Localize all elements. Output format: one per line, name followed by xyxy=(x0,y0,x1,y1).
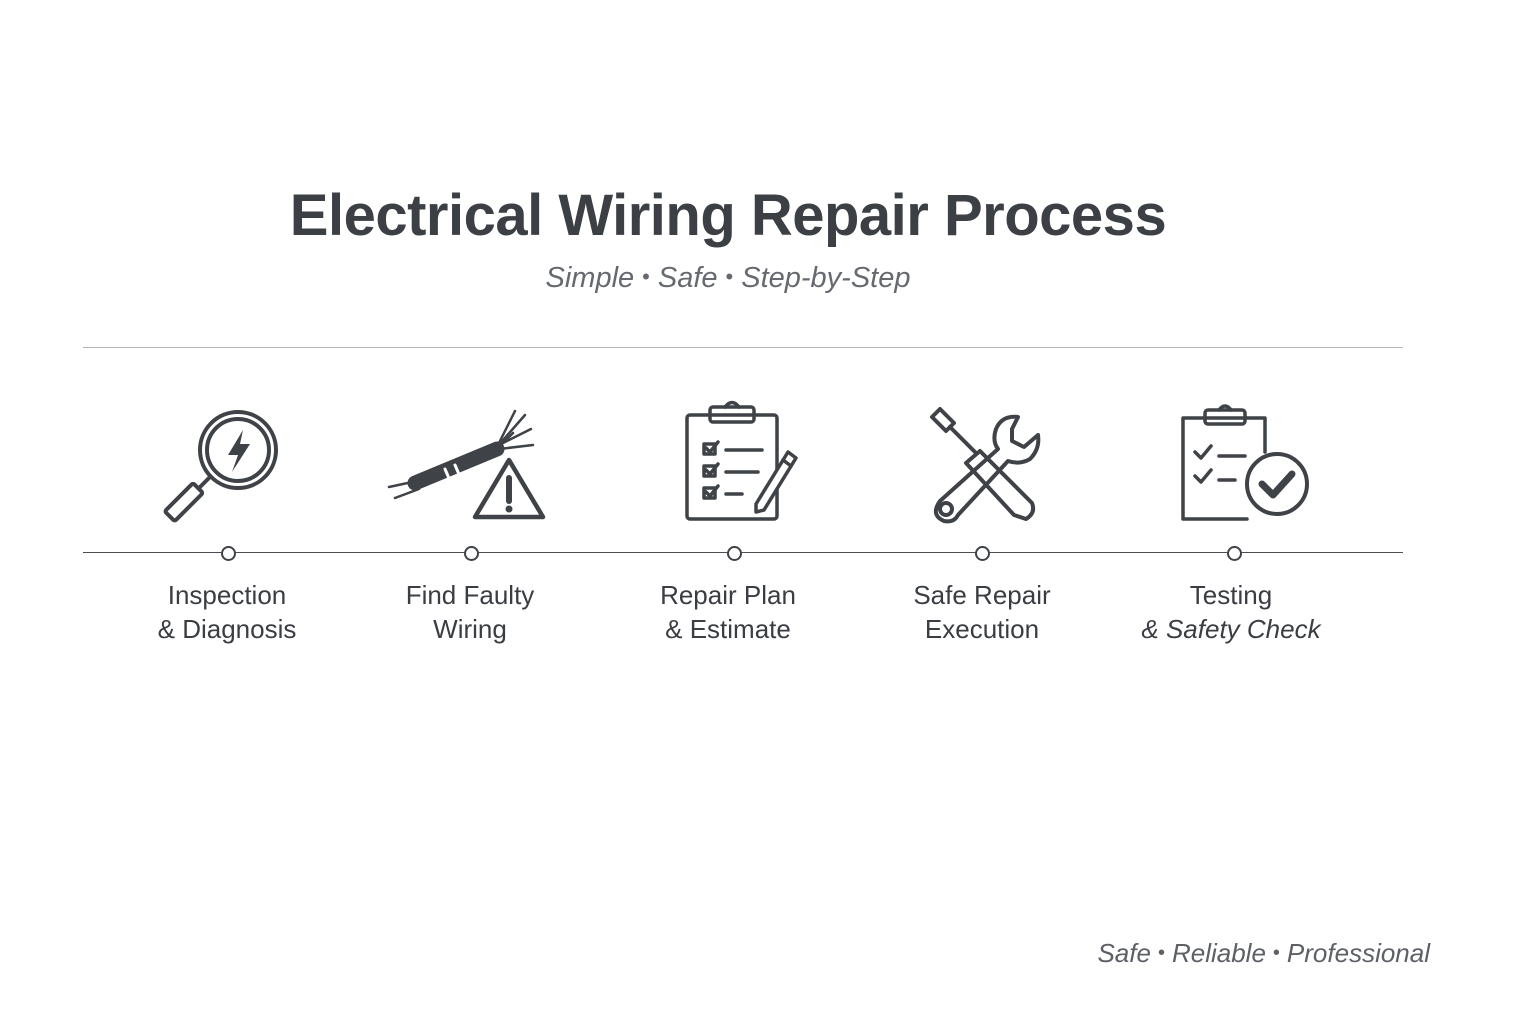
step-title: Find Faulty xyxy=(405,580,535,610)
footer-tagline: Safe • Reliable • Professional xyxy=(1097,938,1430,969)
page-title: Electrical Wiring Repair Process xyxy=(289,183,1167,248)
clipboard-pencil-icon xyxy=(685,400,798,521)
header-divider xyxy=(83,347,1403,348)
step-label-inspection: Inspection & Diagnosis xyxy=(107,578,347,646)
subtitle-separator: • xyxy=(642,264,650,289)
magnifier-lightning-icon xyxy=(163,410,278,523)
subtitle-part-safe: Safe xyxy=(657,262,718,294)
process-timeline xyxy=(83,552,1403,553)
subtitle-separator: • xyxy=(725,264,734,289)
footer-part-safe: Safe xyxy=(1097,938,1151,968)
page-subtitle: Simple • Safe • Step-by-Step xyxy=(0,262,1456,295)
timeline-node-2 xyxy=(464,546,479,561)
step-title: Testing xyxy=(1189,580,1273,610)
timeline-node-1 xyxy=(221,546,236,561)
timeline-node-3 xyxy=(727,546,742,561)
step-label-safe-repair: Safe Repair Execution xyxy=(862,578,1102,646)
footer-separator: • xyxy=(1157,942,1165,964)
footer-part-reliable: Reliable xyxy=(1171,938,1266,968)
step-title: Inspection xyxy=(167,580,287,610)
step-label-find-faulty: Find Faulty Wiring xyxy=(350,578,590,646)
wrench-screwdriver-icon xyxy=(930,407,1041,524)
footer-part-professional: Professional xyxy=(1286,938,1430,968)
step-subtitle: & Estimate xyxy=(665,614,791,644)
step-subtitle: Execution xyxy=(924,614,1040,644)
step-label-repair-plan: Repair Plan & Estimate xyxy=(608,578,848,646)
step-subtitle: & Safety Check xyxy=(1141,614,1321,644)
subtitle-part-simple: Simple xyxy=(545,262,635,294)
step-title: Safe Repair xyxy=(913,580,1051,610)
step-label-testing: Testing & Safety Check xyxy=(1111,578,1351,646)
frayed-wire-warning-icon xyxy=(387,409,546,520)
footer-separator: • xyxy=(1272,942,1280,964)
clipboard-check-icon xyxy=(1181,404,1309,521)
subtitle-part-step: Step-by-Step xyxy=(741,262,911,294)
step-subtitle: & Diagnosis xyxy=(157,614,297,644)
step-subtitle: Wiring xyxy=(433,614,507,644)
step-title: Repair Plan xyxy=(660,580,796,610)
timeline-node-4 xyxy=(975,546,990,561)
timeline-node-5 xyxy=(1227,546,1242,561)
